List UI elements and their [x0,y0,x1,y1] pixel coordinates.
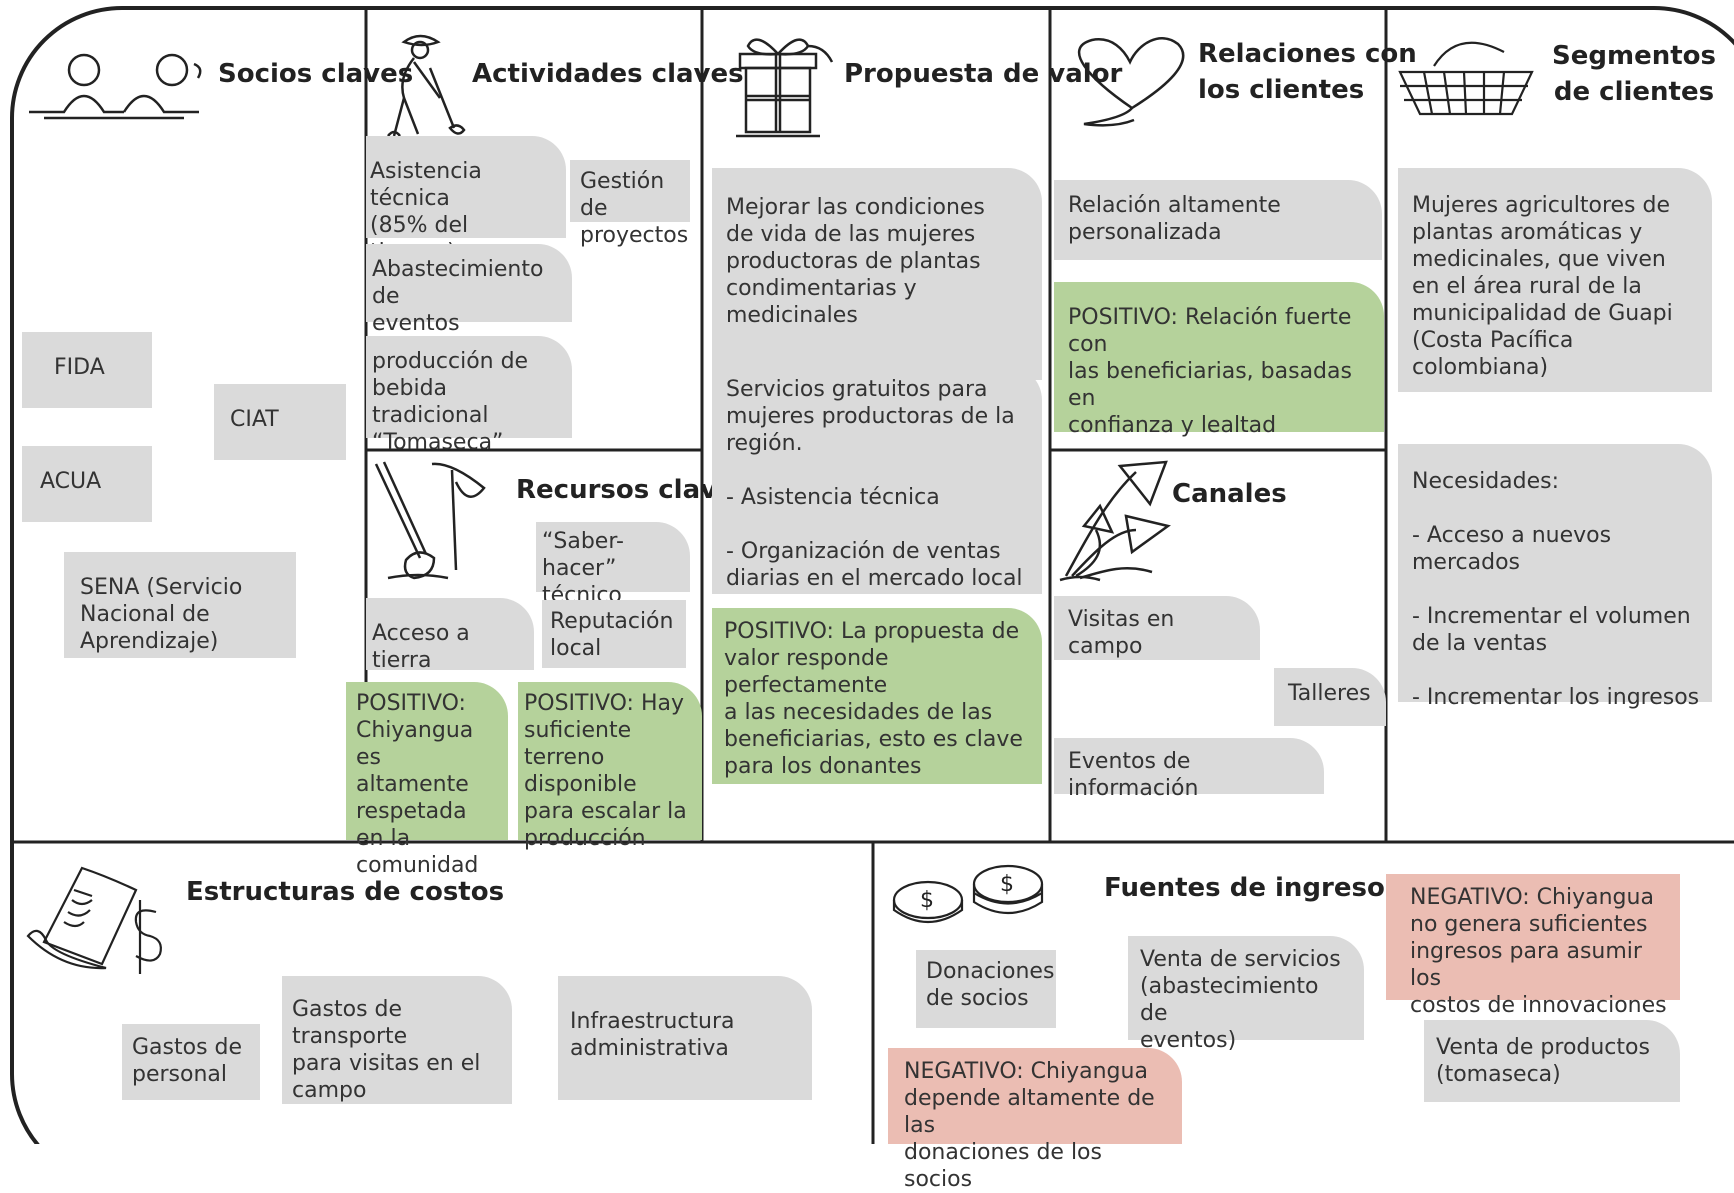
gift-icon [736,30,840,140]
svg-text:$: $ [1000,872,1014,897]
note-ingreso-negativo-donaciones: NEGATIVO: Chiyangua depende altamente de… [888,1048,1182,1192]
note-costo-personal: Gastos de personal [122,1024,260,1100]
note-costo-infraestructura: Infraestructura administrativa [558,976,812,1100]
farmer-icon [374,28,474,140]
note-recurso-reputacion: Reputación local [542,600,686,668]
section-title-propuesta: Propuesta de valor [844,59,1123,89]
section-title-segmentos: Segmentos de clientes [1552,41,1716,107]
note-propuesta-positivo: POSITIVO: La propuesta de valor responde… [712,608,1042,784]
hoe-icon [372,460,502,590]
note-canal-visitas: Visitas en campo [1054,596,1260,660]
section-title-costos: Estructuras de costos [186,877,505,907]
note-propuesta-mejorar: Mejorar las condiciones de vida de las m… [712,168,1042,380]
note-socio-sena: SENA (Servicio Nacional de Aprendizaje) [64,552,296,658]
heart-icon [1068,34,1192,130]
section-title-ingresos: Fuentes de ingresos [1104,873,1401,903]
note-socio-acua: ACUA [22,446,152,522]
section-title-recursos: Recursos clave [516,475,735,505]
note-ingreso-donaciones: Donaciones de socios [916,950,1056,1028]
note-ingreso-negativo-innovaciones: NEGATIVO: Chiyangua no genera suficiente… [1386,874,1680,1018]
note-ingreso-productos: Venta de productos (tomaseca) [1424,1020,1680,1102]
basket-icon [1398,28,1534,118]
note-socio-ciat: CIAT [214,384,346,460]
people-icon [24,50,204,122]
note-actividad-tomaseca: producción de bebida tradicional “Tomase… [366,336,572,455]
note-actividad-abastecimiento: Abastecimiento de eventos [366,244,572,336]
note-ingreso-servicios: Venta de servicios (abastecimiento de ev… [1128,936,1364,1053]
section-title-relaciones: Relaciones con los clientes [1198,39,1417,105]
note-canal-eventos: Eventos de información [1054,738,1324,801]
section-title-canales: Canales [1172,479,1287,509]
note-recurso-positivo-chiyangua: POSITIVO: Chiyangua es altamente respeta… [346,682,508,878]
note-costo-transporte: Gastos de transporte para visitas en el … [282,976,512,1104]
note-recurso-positivo-terreno: POSITIVO: Hay suficiente terreno disponi… [518,682,702,851]
note-canal-talleres: Talleres [1274,668,1386,726]
receipt-icon [24,860,180,976]
note-socio-fida: FIDA [22,332,152,408]
note-segmento-mujeres: Mujeres agricultores de plantas aromátic… [1398,168,1712,392]
section-title-socios: Socios claves [218,59,414,89]
business-model-canvas: Socios claves FIDA CIAT ACUA SENA (Servi… [10,6,1734,1192]
arrows-icon [1056,460,1176,584]
note-recurso-tierra: Acceso a tierra [366,598,534,673]
note-recurso-saber-hacer: “Saber-hacer” técnico [536,522,690,608]
note-relacion-personalizada: Relación altamente personalizada [1054,180,1382,260]
coins-icon: $ $ [880,862,1056,932]
section-title-actividades: Actividades claves [472,59,744,89]
note-propuesta-servicios: Servicios gratuitos para mujeres product… [712,366,1042,594]
note-actividad-gestion: Gestión de proyectos [570,160,690,248]
note-actividad-asistencia: Asistencia técnica (85% del tiempo) [366,136,566,265]
note-relacion-positivo: POSITIVO: Relación fuerte con las benefi… [1054,282,1384,438]
note-segmento-necesidades: Necesidades: - Acceso a nuevos mercados … [1398,444,1712,710]
svg-text:$: $ [920,888,934,913]
